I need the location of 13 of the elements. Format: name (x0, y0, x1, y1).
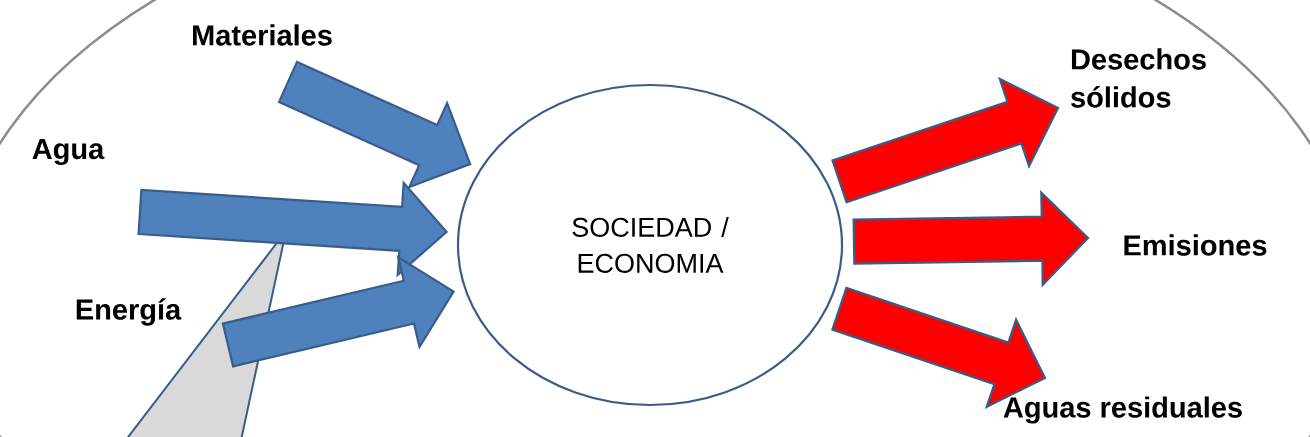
block-arrow (852, 190, 1090, 288)
label-text: Agua (32, 138, 105, 166)
block-arrow (137, 180, 449, 278)
block-arrow (831, 76, 1060, 204)
label-text: Desechos sólidos (1071, 48, 1206, 108)
label-text: Materiales (193, 24, 332, 46)
ellipse-node: SOCIEDAD / ECONOMIA (456, 83, 844, 407)
block-arrow (831, 286, 1047, 410)
label-text: Aguas residuales (1003, 396, 1242, 424)
block-arrow (277, 60, 472, 190)
label-text: Emisiones (1124, 234, 1267, 256)
block-arrow (221, 255, 456, 368)
label-text: Energía (76, 298, 182, 326)
